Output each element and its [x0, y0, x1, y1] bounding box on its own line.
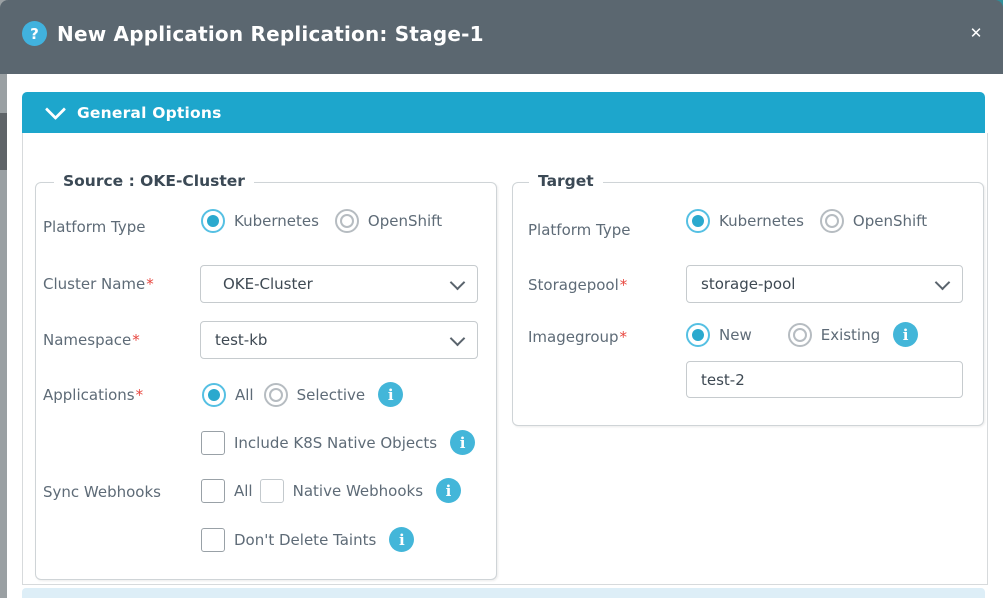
radio-selective-label: Selective	[296, 385, 366, 404]
source-cluster-name-label: Cluster Name*	[43, 275, 154, 293]
source-fieldset: Source : OKE-Cluster	[35, 172, 497, 580]
radio-existing[interactable]	[787, 322, 812, 347]
source-namespace-label: Namespace*	[43, 331, 140, 349]
radio-openshift[interactable]	[334, 209, 359, 233]
dont-delete-taints-row: Don't Delete Taints i	[201, 527, 415, 552]
background-dark-sliver	[0, 113, 7, 170]
cluster-name-text: Cluster Name	[43, 275, 146, 293]
source-applications-group: All Selective i	[202, 382, 404, 407]
radio-existing-label: Existing	[820, 325, 881, 344]
dont-delete-taints-label: Don't Delete Taints	[234, 530, 377, 549]
sync-all-checkbox[interactable]	[201, 478, 225, 503]
source-sync-webhooks-label: Sync Webhooks	[43, 483, 161, 501]
radio-all-label: All	[235, 385, 254, 404]
imagegroup-group: New Existing i	[686, 322, 919, 347]
sync-webhooks-group: All Native Webhooks i	[201, 478, 462, 503]
chevron-down-icon	[934, 274, 951, 290]
general-options-label: General Options	[77, 103, 222, 122]
target-platform-type-label: Platform Type	[528, 221, 631, 239]
chevron-down-icon	[449, 274, 466, 290]
source-platform-type-group: Kubernetes OpenShift	[201, 209, 442, 233]
include-k8s-label: Include K8S Native Objects	[234, 433, 438, 452]
storagepool-select[interactable]: storage-pool	[686, 265, 963, 303]
radio-kubernetes[interactable]	[201, 209, 225, 233]
modal-header: ? New Application Replication: Stage-1 ✕	[0, 0, 1003, 74]
namespace-select[interactable]: test-kb	[200, 321, 478, 359]
namespace-text: Namespace	[43, 331, 132, 349]
include-k8s-row: Include K8S Native Objects i	[201, 430, 476, 455]
target-legend: Target	[529, 172, 603, 190]
source-legend: Source : OKE-Cluster	[54, 172, 254, 190]
required-asterisk: *	[619, 328, 628, 346]
imagegroup-name-input[interactable]	[686, 361, 963, 398]
radio-new[interactable]	[686, 322, 710, 347]
chevron-down-icon	[44, 98, 67, 120]
radio-all[interactable]	[202, 382, 226, 407]
source-platform-type-label: Platform Type	[43, 218, 146, 236]
required-asterisk: *	[132, 331, 140, 349]
required-asterisk: *	[146, 275, 154, 293]
radio-openshift-label: OpenShift	[367, 212, 443, 230]
info-icon[interactable]: i	[450, 430, 476, 455]
required-asterisk: *	[619, 276, 628, 294]
storagepool-value: storage-pool	[701, 275, 796, 293]
source-applications-label: Applications*	[43, 386, 143, 404]
storagepool-text: Storagepool	[528, 276, 619, 294]
radio-new-label: New	[719, 325, 752, 344]
target-platform-type-group: Kubernetes OpenShift	[686, 209, 927, 233]
radio-kubernetes-label: Kubernetes	[719, 212, 804, 230]
chevron-down-icon	[449, 330, 466, 346]
cluster-name-select[interactable]: OKE-Cluster	[200, 265, 478, 303]
required-asterisk: *	[135, 386, 144, 404]
radio-openshift-label: OpenShift	[852, 212, 928, 230]
background-page-strip	[0, 0, 7, 598]
info-icon[interactable]: i	[436, 478, 462, 503]
radio-selective[interactable]	[263, 382, 288, 407]
imagegroup-text: Imagegroup	[528, 328, 619, 346]
target-storagepool-label: Storagepool*	[528, 276, 627, 294]
radio-openshift[interactable]	[819, 209, 844, 233]
help-icon[interactable]: ?	[22, 21, 47, 46]
cluster-name-value: OKE-Cluster	[223, 275, 313, 293]
native-webhooks-checkbox[interactable]	[259, 478, 284, 503]
general-options-accordion[interactable]: General Options	[22, 92, 985, 133]
dont-delete-taints-checkbox[interactable]	[201, 527, 225, 552]
info-icon[interactable]: i	[389, 527, 415, 552]
info-icon[interactable]: i	[893, 322, 919, 347]
radio-kubernetes-label: Kubernetes	[234, 212, 319, 230]
include-k8s-checkbox[interactable]	[201, 430, 225, 455]
modal-title: New Application Replication: Stage-1	[57, 22, 484, 46]
radio-kubernetes[interactable]	[686, 209, 710, 233]
target-imagegroup-label: Imagegroup*	[528, 328, 627, 346]
next-section-strip[interactable]	[22, 588, 985, 598]
namespace-value: test-kb	[215, 331, 268, 349]
sync-all-label: All	[234, 481, 253, 500]
applications-text: Applications	[43, 386, 135, 404]
close-icon[interactable]: ✕	[969, 24, 983, 42]
native-webhooks-label: Native Webhooks	[292, 481, 424, 500]
info-icon[interactable]: i	[378, 382, 404, 407]
